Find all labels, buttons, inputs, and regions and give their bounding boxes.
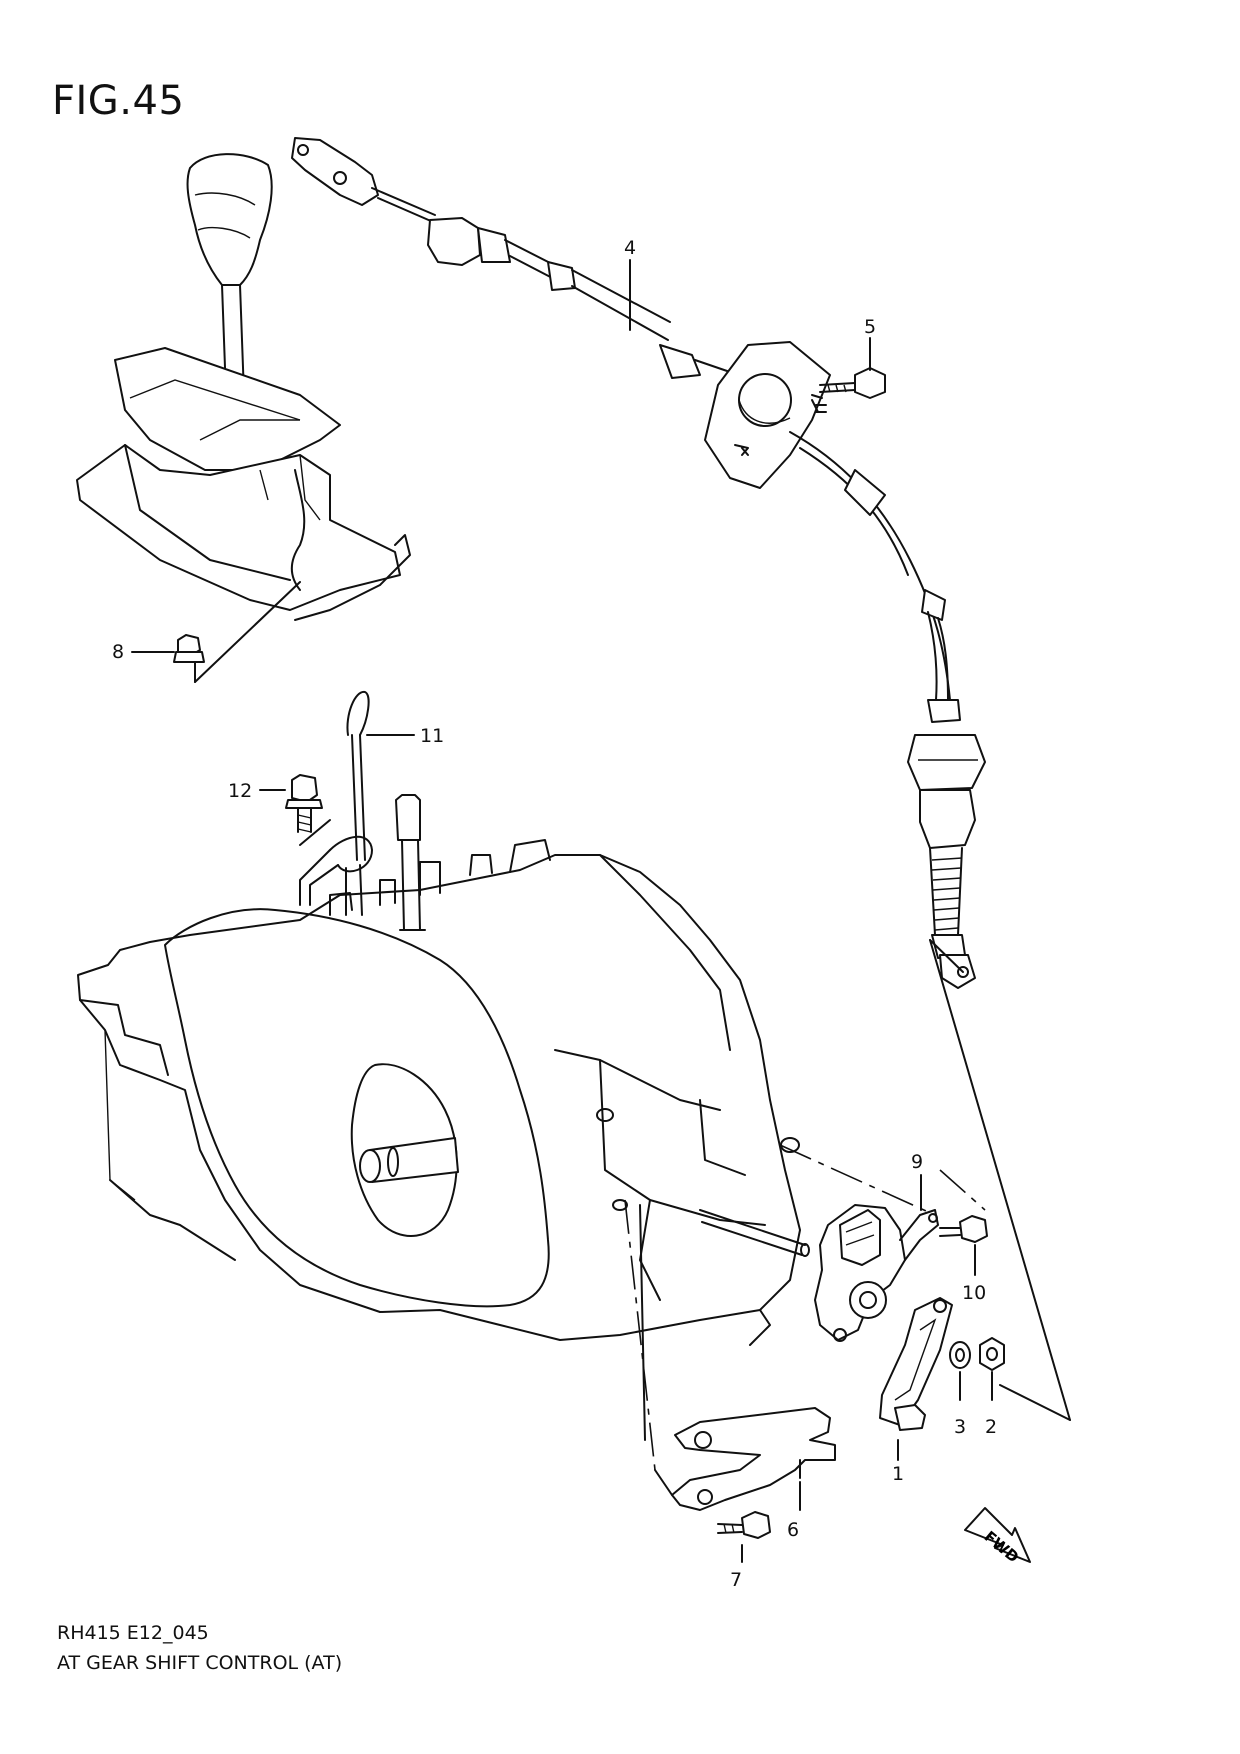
dipstick-tube <box>395 794 426 931</box>
callout-4: 4 <box>624 237 636 259</box>
callout-7: 7 <box>730 1569 742 1591</box>
diagram-code: RH415 E12_045 <box>57 1622 209 1644</box>
nut-8 <box>173 634 205 663</box>
cable-bracket-6 <box>671 1407 836 1511</box>
phantom-lines <box>131 259 1071 1496</box>
callout-6: 6 <box>787 1519 799 1541</box>
washer-3 <box>949 1341 971 1401</box>
nut-2 <box>979 1337 1005 1401</box>
callout-12: 12 <box>228 780 252 802</box>
bolt-12 <box>259 774 331 846</box>
clamp-11 <box>299 691 415 916</box>
range-switch-9 <box>814 1204 939 1342</box>
callout-10: 10 <box>962 1282 986 1304</box>
shift-lever-assembly <box>76 153 411 683</box>
shift-cable <box>291 137 731 379</box>
figure-title: FIG.45 <box>52 78 185 124</box>
callout-2: 2 <box>985 1416 997 1438</box>
bolt-7 <box>717 1511 771 1563</box>
callout-8: 8 <box>112 641 124 663</box>
bolt-5 <box>819 337 886 399</box>
forward-arrow-icon: FWD <box>964 1507 1031 1566</box>
callout-3: 3 <box>954 1416 966 1438</box>
callout-9: 9 <box>911 1151 923 1173</box>
transmission-case <box>77 839 810 1346</box>
callout-11: 11 <box>420 725 444 747</box>
manual-lever-1 <box>879 1297 953 1461</box>
cable-firewall-plate <box>704 341 831 489</box>
cable-lower-run <box>789 431 986 989</box>
bolt-10 <box>939 1215 988 1276</box>
callout-labels: 1 2 3 4 5 6 7 8 9 10 11 12 <box>112 237 997 1591</box>
callout-1: 1 <box>892 1463 904 1485</box>
diagram-name: AT GEAR SHIFT CONTROL (AT) <box>57 1652 343 1674</box>
callout-5: 5 <box>864 316 876 338</box>
